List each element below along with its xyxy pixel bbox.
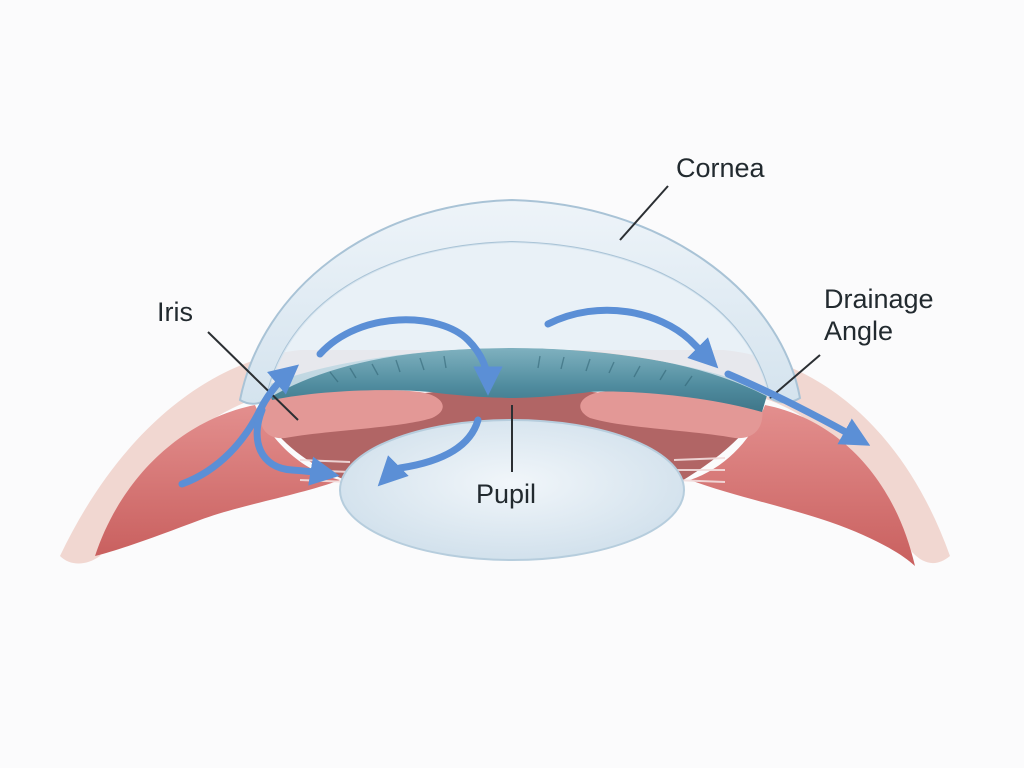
band-texture bbox=[329, 355, 693, 387]
cornea-inner bbox=[266, 242, 770, 400]
iris-label: Iris bbox=[157, 297, 193, 327]
drainage-angle-label-line1: Drainage bbox=[824, 284, 934, 314]
flow-arrow-ciliary-in bbox=[253, 406, 340, 486]
flow-arrow-anterior bbox=[544, 306, 719, 369]
iris-left-shape bbox=[259, 389, 443, 439]
leader-lines bbox=[207, 185, 821, 472]
cornea-label: Cornea bbox=[676, 153, 765, 183]
drainage-leader bbox=[769, 354, 821, 399]
flow-arrow-to-lens bbox=[377, 416, 482, 487]
ciliary-body-left bbox=[95, 405, 340, 556]
cornea-leader bbox=[619, 185, 669, 241]
iris-leader bbox=[207, 331, 299, 421]
iris-right-shape bbox=[580, 389, 763, 439]
drainage-angle-label: Drainage Angle bbox=[824, 283, 934, 347]
drainage-angle-label-line2: Angle bbox=[824, 316, 894, 346]
ciliary-body-right bbox=[690, 405, 915, 566]
trabecular-band bbox=[268, 348, 768, 412]
pupil-label: Pupil bbox=[476, 479, 537, 509]
flow-arrows bbox=[178, 306, 871, 488]
flow-arrow-over-iris bbox=[316, 316, 503, 396]
flow-arrow-drainage-exit bbox=[724, 370, 871, 446]
